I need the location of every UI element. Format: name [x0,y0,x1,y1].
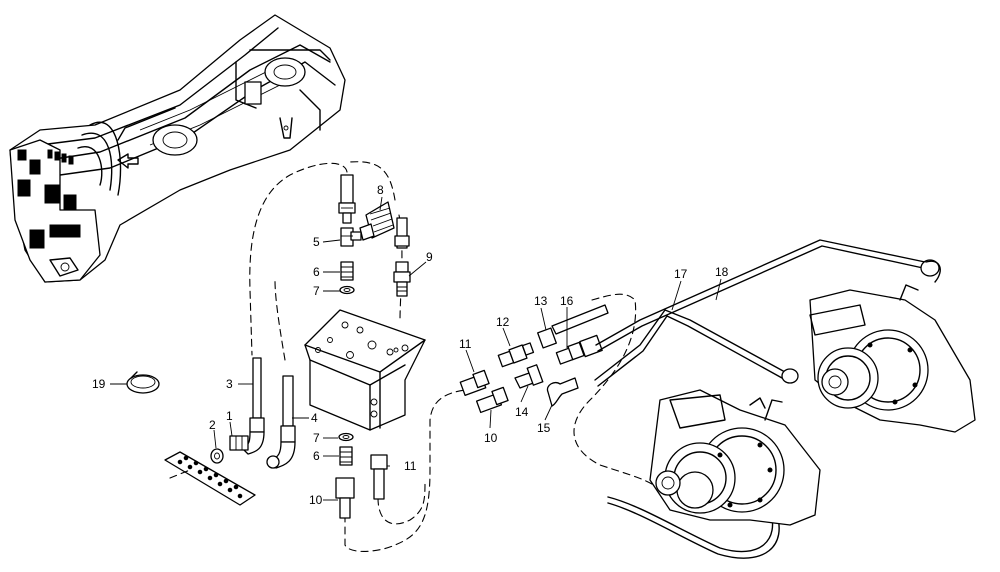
leader-lines [110,196,722,501]
callout-2: 2 [209,418,216,432]
callout-15: 15 [537,421,551,435]
axle-center [649,389,821,526]
callout-10-right: 10 [484,431,498,445]
callout-3: 3 [226,377,233,391]
callout-10-lower: 10 [309,493,323,507]
vehicle-frame [9,14,346,283]
callout-8: 8 [377,183,384,197]
callout-16: 16 [560,294,574,308]
callout-7-upper: 7 [313,284,320,298]
callout-17: 17 [674,267,688,281]
callout-1: 1 [226,409,233,423]
callout-5: 5 [313,235,320,249]
callout-4: 4 [311,411,318,425]
lower-fittings [335,432,388,519]
center-fittings [459,304,609,414]
valve-block [304,309,426,431]
callout-labels: 1 2 3 4 5 6 6 7 7 8 9 10 10 11 11 12 13 … [92,183,729,507]
axle-right [809,284,976,433]
callout-12: 12 [496,315,510,329]
callout-19: 19 [92,377,106,391]
left-hose-assembly [126,357,296,506]
callout-6-lower: 6 [313,449,320,463]
callout-6-upper: 6 [313,265,320,279]
callout-14: 14 [515,405,529,419]
callout-11-right: 11 [459,337,472,351]
pipes [594,239,941,559]
callout-9: 9 [426,250,433,264]
callout-11-lower: 11 [404,459,417,473]
callout-7-lower: 7 [313,431,320,445]
callout-18: 18 [715,265,729,279]
upper-fittings [338,174,411,297]
callout-13: 13 [534,294,548,308]
